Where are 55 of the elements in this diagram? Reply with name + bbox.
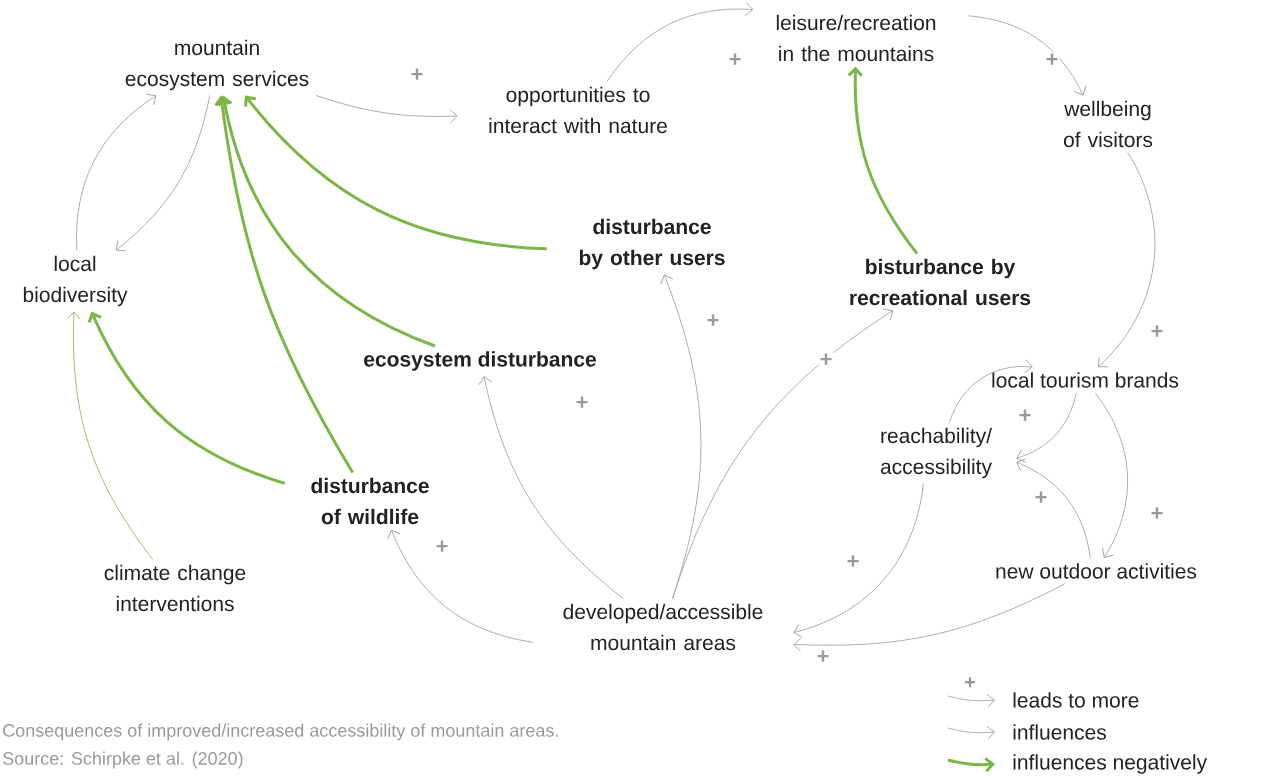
arrow	[478, 376, 624, 599]
arrow	[672, 308, 894, 599]
arrow	[968, 15, 1087, 96]
factor-label: local biodiversity	[23, 255, 128, 307]
factor-label: reachability/ accessibility	[880, 427, 992, 479]
legend-label: leads to more	[1013, 692, 1139, 708]
factor-label: wellbeing of visitors	[1063, 100, 1153, 148]
legend-label: influences	[1013, 724, 1106, 740]
factor-label: climate change interventions	[104, 564, 246, 612]
arrow	[847, 66, 919, 255]
factor-label: opportunities to interact with nature	[489, 86, 667, 134]
factor-label: local tourism brands	[992, 372, 1179, 388]
arrow	[244, 95, 547, 251]
arrow	[793, 583, 1066, 652]
edge-label: +	[574, 395, 590, 411]
factor-label: disturbance by other users	[579, 218, 725, 270]
factor-label: disturbance of wildlife	[311, 477, 429, 525]
arrow	[87, 311, 286, 485]
arrow	[660, 274, 702, 599]
arrow	[1094, 392, 1128, 558]
arrow	[1016, 458, 1091, 559]
factor-label: bisturbance by recreational users	[850, 258, 1031, 306]
arrow	[217, 95, 436, 348]
arrow	[949, 359, 1033, 423]
legend-label: influences negatively	[1013, 754, 1208, 774]
arrow	[315, 95, 458, 124]
arrow	[1016, 392, 1077, 463]
edge-label: +	[818, 352, 834, 368]
arrow	[387, 529, 534, 643]
arrow	[66, 311, 154, 560]
edge-label: +	[1044, 52, 1060, 68]
factor-label: leisure/recreation in the mountains	[776, 14, 936, 62]
factor-label: ecosystem disturbance	[364, 351, 596, 371]
arrow	[606, 2, 754, 82]
edge-label: +	[1149, 324, 1165, 340]
edge-label: +	[1033, 490, 1049, 506]
factor-label: developed/accessible mountain areas	[563, 603, 763, 651]
arrow	[214, 95, 354, 474]
arrow	[1098, 152, 1156, 368]
plus-sign: +	[965, 677, 976, 688]
caption: Consequences of improved/increased accessibility of mountain areas.	[3, 723, 558, 741]
arrow	[76, 93, 157, 251]
arrow	[115, 95, 211, 252]
source-note: Source: Schirpke et al. (2020)	[3, 751, 243, 769]
edge-label: +	[1149, 506, 1165, 522]
factor-label: mountain ecosystem services	[125, 39, 309, 91]
edge-label: +	[434, 539, 450, 555]
edge-label: +	[409, 67, 425, 83]
factor-label: new outdoor activities	[996, 563, 1197, 579]
edge-label: +	[1017, 408, 1033, 424]
arrow	[793, 483, 924, 638]
edge-label: +	[845, 554, 861, 570]
edge-label: +	[705, 313, 721, 329]
edge-label: +	[815, 649, 831, 665]
edge-label: +	[727, 52, 743, 68]
